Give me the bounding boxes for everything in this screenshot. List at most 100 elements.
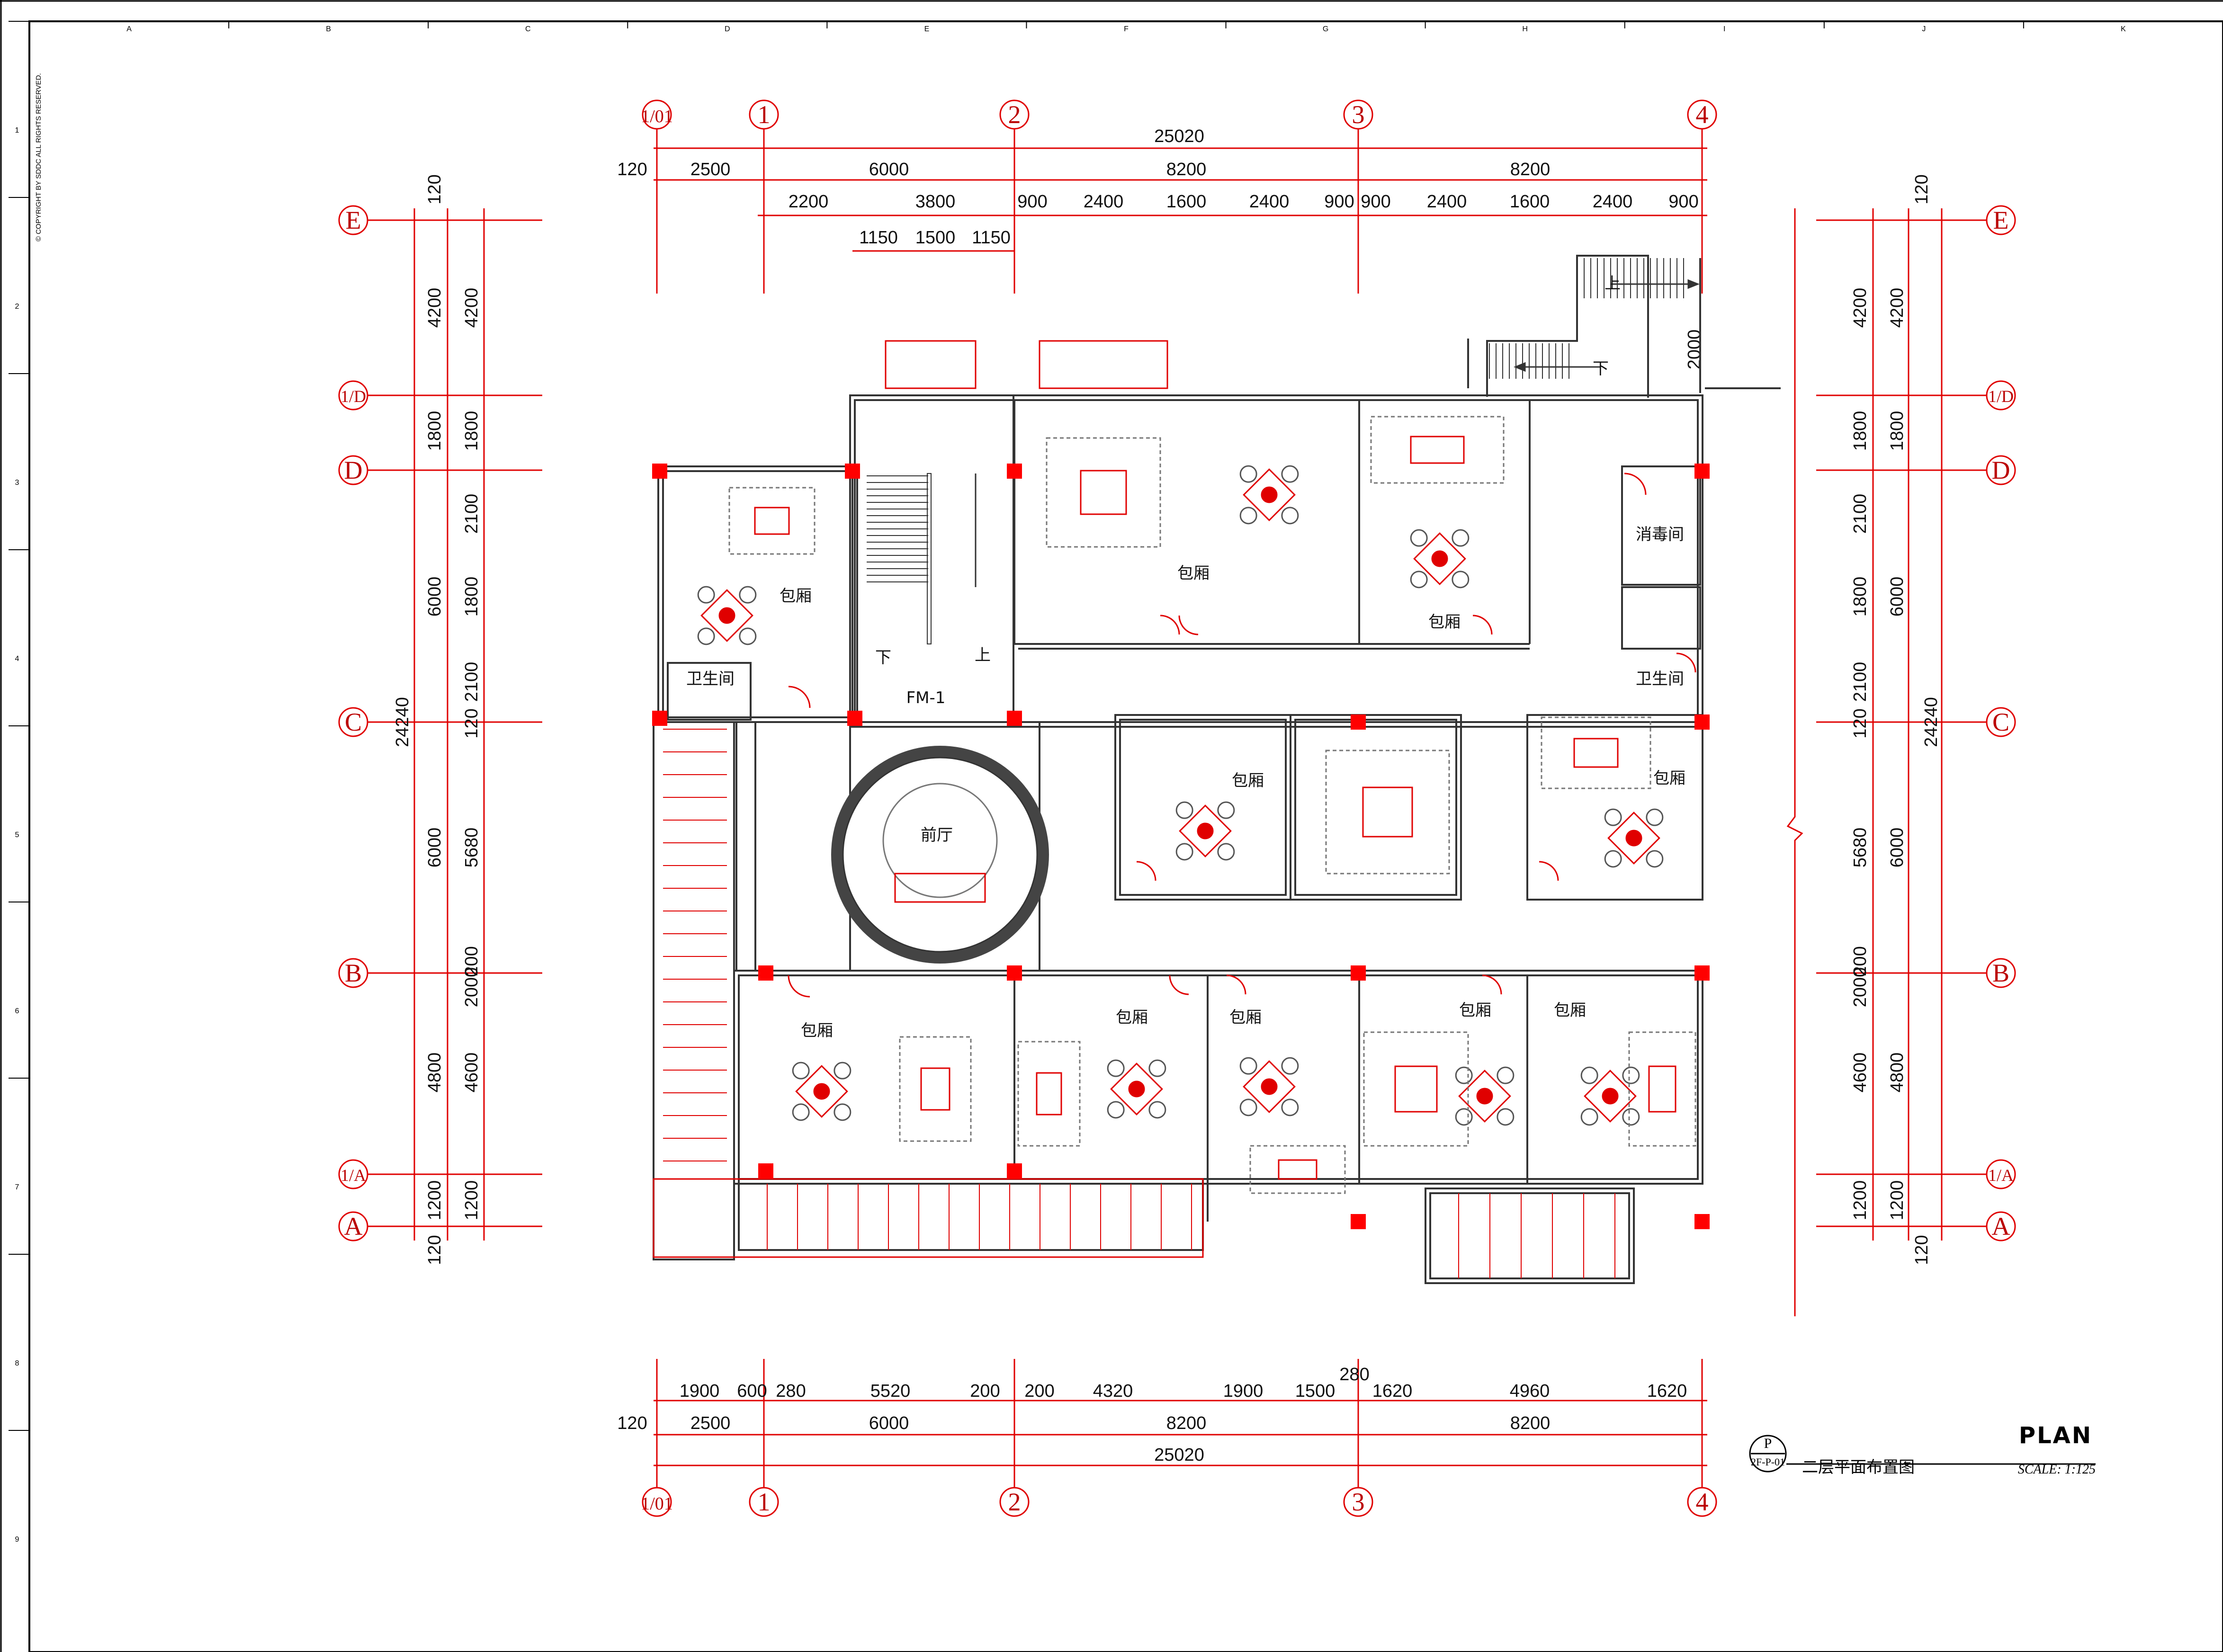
- dim-left-o-3: 6000: [425, 577, 445, 617]
- dim-left-i-1: 1800: [462, 411, 482, 451]
- axis-label-bottom-3: 3: [1352, 1488, 1365, 1516]
- room-label-private-5: 包厢: [1653, 769, 1685, 788]
- sofa-group: [1628, 1031, 1696, 1147]
- axis-label-bottom-1-01: 1/01: [641, 1494, 673, 1514]
- dim-bot-r2-3: 8200: [1166, 1413, 1207, 1433]
- axis-label-right-1D: 1/D: [1988, 387, 2014, 406]
- structural-column: [652, 711, 667, 726]
- coffee-table: [1648, 1065, 1676, 1113]
- table-mark: [1261, 1078, 1278, 1095]
- dim-right-i-7: 5680: [1850, 828, 1870, 868]
- chair: [1148, 1101, 1166, 1119]
- chair: [1107, 1101, 1125, 1119]
- border-col-label: A: [126, 25, 132, 33]
- stair-label-up-right: 上: [1605, 274, 1621, 293]
- chair: [1580, 1108, 1598, 1126]
- chair: [1175, 801, 1193, 819]
- outdoor-stair: [663, 729, 1615, 1278]
- chair: [1452, 571, 1470, 589]
- coffee-table: [1410, 436, 1465, 464]
- border-col-label: J: [1922, 25, 1926, 33]
- dim-top-r2-5: 2400: [1249, 192, 1290, 212]
- table-mark: [1476, 1088, 1493, 1105]
- dim-left-i-4: 2100: [462, 662, 482, 702]
- chair: [1604, 808, 1622, 826]
- chair: [1497, 1108, 1515, 1126]
- dim-right-o-1: 1800: [1887, 411, 1907, 451]
- room-label-restroom-left: 卫生间: [686, 670, 735, 688]
- border-row-label: 1: [15, 126, 19, 134]
- chair: [1410, 529, 1428, 547]
- chair: [739, 586, 757, 604]
- dim-bot-r1-4: 200: [970, 1381, 1000, 1401]
- chair: [1497, 1066, 1515, 1084]
- dim-left-i-6: 5680: [462, 828, 482, 868]
- dim-left-i-3: 1800: [462, 577, 482, 617]
- table-mark: [1431, 550, 1448, 567]
- border-row-label: 7: [15, 1183, 19, 1191]
- chair: [834, 1103, 852, 1121]
- dim-left-o-0: 120: [425, 174, 445, 204]
- chair: [697, 627, 715, 645]
- border-col-label: E: [924, 25, 930, 33]
- dim-bot-r1-7: 1900: [1223, 1381, 1264, 1401]
- axis-label-top-2: 2: [1008, 100, 1021, 129]
- border-col-label: I: [1723, 25, 1725, 33]
- dim-bot-r1-1: 600: [737, 1381, 767, 1401]
- chair: [739, 627, 757, 645]
- structural-column: [1007, 1163, 1022, 1179]
- dim-bot-r1-8: 1500: [1295, 1381, 1336, 1401]
- sofa-group: [1249, 1145, 1346, 1194]
- dimensions-top: 25020 120 2500 6000 8200 8200 2200 3800 …: [617, 126, 1698, 248]
- structural-column: [1007, 965, 1022, 981]
- axis-label-top-4: 4: [1696, 100, 1709, 129]
- coffee-table: [1080, 470, 1127, 515]
- dim-right-i-1: 4200: [1850, 288, 1870, 328]
- border-col-label: K: [2121, 25, 2126, 33]
- grid-axes: [367, 128, 1989, 1489]
- title-block: P 2F-P-01 二层平面布置图 PLAN SCALE: 1:125: [1749, 1422, 2096, 1477]
- sofa-group: [1046, 437, 1161, 548]
- border-row-label: 8: [15, 1359, 19, 1367]
- dim-left-o-6: 4800: [425, 1053, 445, 1093]
- plan-heading: PLAN: [2019, 1422, 2092, 1449]
- sofa-group: [1325, 750, 1450, 875]
- axis-label-right-E: E: [1993, 206, 2009, 234]
- room-label-private-4: 包厢: [1232, 771, 1264, 790]
- chair: [1217, 843, 1235, 861]
- stair-rail: [927, 473, 932, 644]
- dining-table-set: [792, 1062, 852, 1121]
- structural-column: [758, 965, 773, 981]
- dim-bot-total: 25020: [1154, 1445, 1204, 1465]
- doors: [788, 473, 1696, 998]
- dining-table-set: [697, 586, 757, 645]
- chair: [1646, 850, 1664, 868]
- border-row-label: 3: [15, 479, 19, 487]
- sofa-group: [1541, 716, 1651, 789]
- dining-table-set: [1455, 1066, 1515, 1126]
- axis-labels: 1/01 1 2 3 4 1/01 1 2 3 4 E 1/D D C B 1/…: [341, 100, 2014, 1516]
- dim-right-o-2: 6000: [1887, 577, 1907, 617]
- dim-left-o-4: 24240: [393, 697, 412, 747]
- room-label-disinfection: 消毒间: [1636, 525, 1684, 544]
- chair: [1281, 465, 1299, 483]
- dim-left-o-8: 120: [425, 1235, 445, 1265]
- dim-bot-r1-6: 4320: [1093, 1381, 1133, 1401]
- structural-column: [845, 464, 860, 479]
- dim-bot-r1-11: 4960: [1510, 1381, 1550, 1401]
- dim-bot-r1-10: 1620: [1372, 1381, 1413, 1401]
- dim-left-i-7: 200: [462, 946, 482, 976]
- coffee-table: [1573, 738, 1619, 768]
- room-label-private-10: 包厢: [1554, 1001, 1586, 1020]
- stair-treads-upper: [1489, 258, 1684, 379]
- chair: [1148, 1059, 1166, 1077]
- dim-right-i-3: 2100: [1850, 494, 1870, 534]
- chair: [1580, 1066, 1598, 1084]
- border-row-label: 4: [15, 655, 19, 663]
- chair: [1455, 1066, 1473, 1084]
- lobby-rotunda: [831, 721, 1049, 972]
- furniture: [697, 416, 1696, 1194]
- dim-top-r2-7: 900: [1361, 192, 1390, 212]
